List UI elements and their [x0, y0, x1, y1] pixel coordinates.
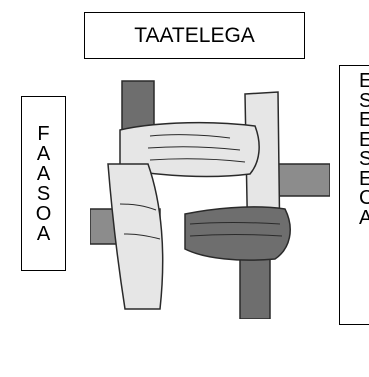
right-letter: S: [359, 148, 369, 170]
right-letter: C: [359, 187, 369, 209]
left-letter: O: [35, 202, 52, 225]
right-letter: E: [359, 70, 369, 92]
left-label-box: F A A S O A: [21, 96, 66, 271]
right-letter: S: [359, 89, 369, 112]
finger-lines: [119, 134, 283, 240]
left-letter: A: [36, 222, 51, 245]
left-vertical-label: F A A S O A: [36, 124, 52, 244]
left-letter: S: [36, 182, 51, 205]
right-letter: E: [359, 167, 369, 190]
light-hand-left: [107, 163, 164, 310]
left-letter: A: [36, 142, 51, 165]
right-letter: E: [359, 109, 369, 131]
right-vertical-label: E S E E S E C A: [359, 70, 369, 229]
right-letter: A: [359, 206, 369, 229]
top-label: TAATELEGA: [134, 23, 255, 47]
top-label-box: TAATELEGA: [84, 12, 305, 59]
right-letter: E: [359, 128, 369, 151]
light-hand-top: [119, 121, 260, 178]
right-label-box: E S E E S E C A: [339, 65, 369, 325]
interlocked-hands-illustration: [90, 80, 330, 319]
left-letter: A: [36, 162, 51, 185]
dark-hand-bottom: [184, 206, 291, 261]
left-letter: F: [37, 122, 50, 145]
